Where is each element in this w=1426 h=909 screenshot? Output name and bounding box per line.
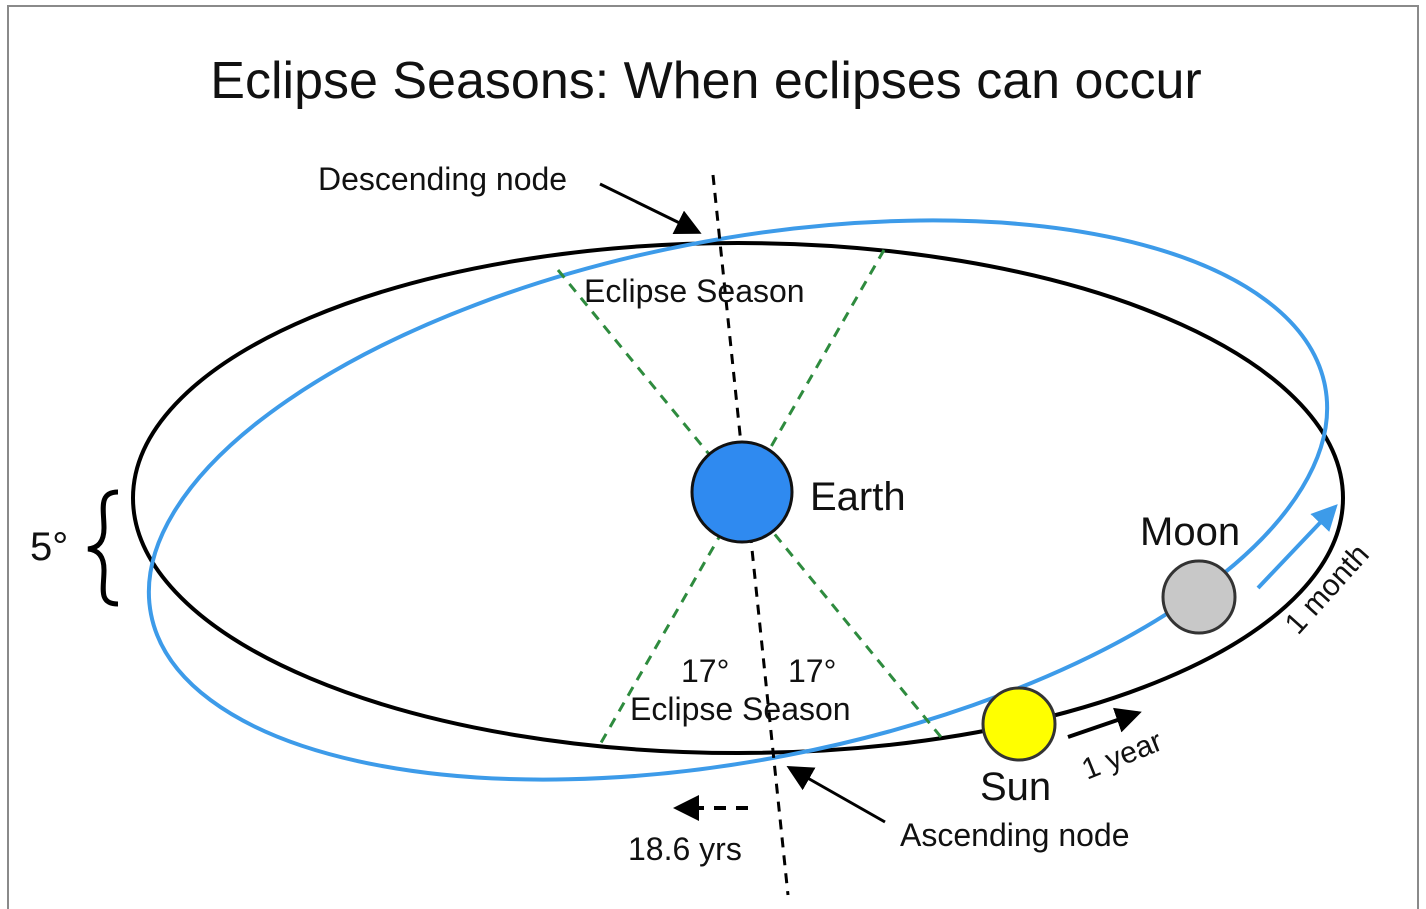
eclipse-season-line-b xyxy=(596,249,886,749)
inclination-label: 5° xyxy=(30,525,68,569)
angle-left-label: 17° xyxy=(681,653,729,689)
eclipse-season-top-label: Eclipse Season xyxy=(584,273,805,309)
sun-period-label: 1 year xyxy=(1077,725,1167,787)
ecliptic-orbit xyxy=(131,241,1345,755)
moon-direction-arrow xyxy=(1256,504,1338,590)
sun-body xyxy=(981,686,1057,762)
moon-orbit xyxy=(146,218,1330,782)
moon-label: Moon xyxy=(1140,510,1240,554)
earth-body xyxy=(690,440,794,544)
ascending-node-label: Ascending node xyxy=(900,817,1130,853)
sun-label: Sun xyxy=(980,765,1051,809)
eclipse-season-line-a xyxy=(556,269,947,743)
eclipse-season-bottom-label: Eclipse Season xyxy=(630,691,851,727)
descending-node-arrow xyxy=(599,182,702,234)
angle-right-label: 17° xyxy=(788,653,836,689)
earth-label: Earth xyxy=(810,475,906,519)
frame-border xyxy=(7,5,1419,909)
sun-direction-arrow xyxy=(1067,707,1142,739)
node-precession-label: 18.6 yrs xyxy=(628,831,742,867)
descending-node-label: Descending node xyxy=(318,161,567,197)
moon-body xyxy=(1161,559,1237,635)
inclination-brace xyxy=(87,489,119,607)
diagram-title: Eclipse Seasons: When eclipses can occur xyxy=(210,52,1201,110)
eclipse-season-wedges xyxy=(556,249,947,749)
ascending-node-arrow xyxy=(786,766,886,824)
